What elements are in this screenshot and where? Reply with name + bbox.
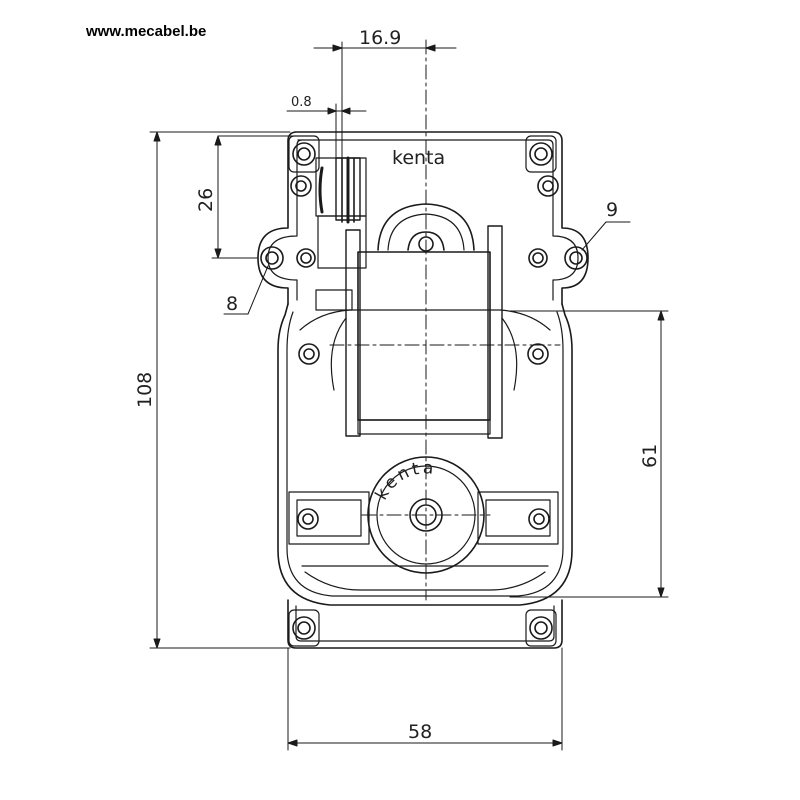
dim-total-width: 58	[408, 721, 432, 743]
dim-total-height: 108	[134, 372, 156, 408]
brand-label: kenta	[392, 147, 445, 169]
gearbox-holes	[298, 343, 549, 365]
side-ear-holes	[260, 246, 588, 270]
dim-shaft-offset: 16.9	[359, 27, 401, 49]
dim-hole-left: 8	[226, 293, 238, 315]
connector-pin	[315, 156, 367, 311]
coil-assembly	[330, 203, 518, 439]
gear-brand-label: kenta	[372, 458, 438, 503]
corner-mounting-holes	[288, 135, 559, 647]
centerlines	[329, 39, 561, 601]
gear-brand-label-path: kenta	[372, 458, 435, 503]
motor-body-outline	[257, 131, 589, 649]
dim-hole-right: 9	[606, 199, 618, 221]
dim-pin-thickness: 0.8	[291, 95, 312, 110]
dim-gear-height: 61	[639, 444, 661, 468]
dimension-lines	[149, 41, 669, 751]
website-label: www.mecabel.be	[86, 23, 207, 40]
dim-shaft-height: 26	[195, 188, 217, 212]
